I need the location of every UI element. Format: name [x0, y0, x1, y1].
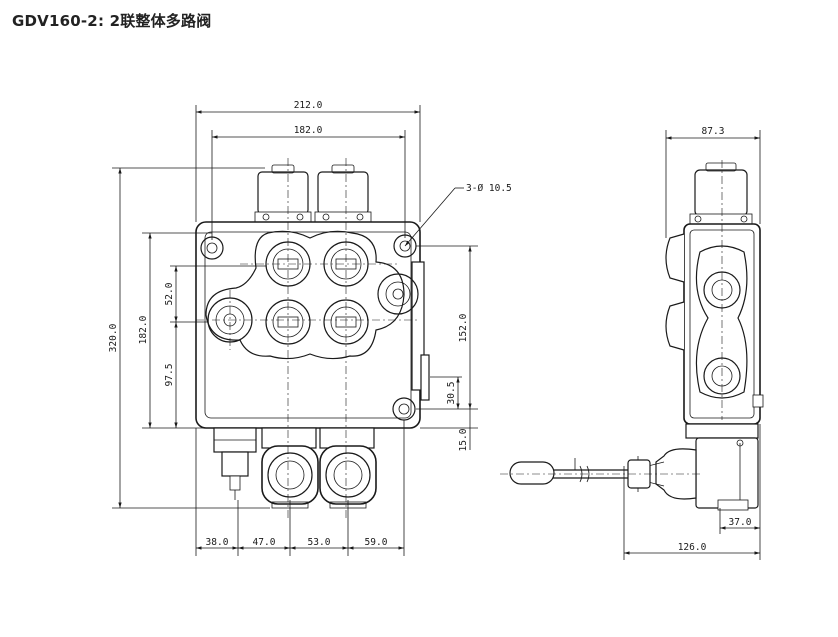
page-title: GDV160-2: 2联整体多路阀	[12, 12, 212, 30]
dim-38: 38.0	[206, 537, 229, 548]
dim-37: 37.0	[729, 517, 752, 528]
dim-152: 152.0	[458, 313, 469, 342]
front-dimensions	[112, 105, 478, 556]
dim-87-3: 87.3	[702, 126, 725, 137]
dim-53: 53.0	[308, 537, 331, 548]
side-view: 87.3 37.0 126.0	[500, 126, 764, 560]
center-lines	[196, 158, 420, 520]
dim-212: 212.0	[294, 100, 323, 111]
dim-182: 182.0	[294, 125, 323, 136]
dim-30-5: 30.5	[446, 382, 457, 405]
dim-126: 126.0	[678, 542, 707, 553]
top-caps	[254, 164, 372, 223]
bottom-spools	[213, 427, 377, 509]
front-view: 212.0 182.0 320.0 182.0 52.0 97.5 152.0 …	[108, 100, 512, 556]
dim-hole-callout: 3-Ø 10.5	[466, 183, 512, 194]
dim-47: 47.0	[253, 537, 276, 548]
dim-97-5: 97.5	[164, 364, 175, 387]
valve-body	[195, 221, 430, 429]
dim-320: 320.0	[108, 323, 119, 352]
side-center-lines	[500, 160, 723, 475]
dim-59: 59.0	[365, 537, 388, 548]
dim-52: 52.0	[164, 282, 175, 305]
side-dimensions	[623, 130, 761, 560]
dim-182-vertical: 182.0	[138, 315, 149, 344]
dim-15: 15.0	[458, 428, 469, 451]
